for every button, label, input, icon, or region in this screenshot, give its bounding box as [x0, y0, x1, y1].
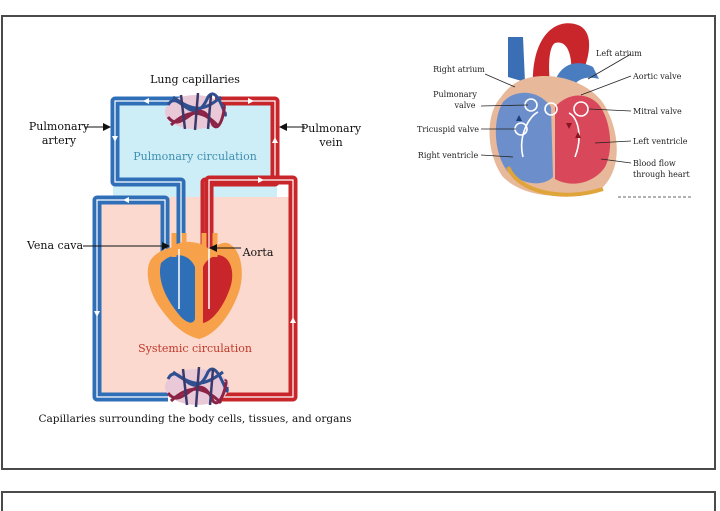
- aortic-valve-label: Aortic valve: [632, 72, 682, 81]
- circulation-figure: Lung capillaries Pulmonary artery Pulmon…: [26, 23, 693, 425]
- pulmonary-valve-label-1: Pulmonary: [433, 90, 477, 99]
- tricuspid-valve-label: Tricuspid valve: [417, 125, 479, 134]
- right-ventricle-label: Right ventricle: [418, 151, 479, 160]
- superior-vena-cava: [508, 37, 525, 82]
- pulmonary-valve-label-2: valve: [453, 101, 475, 110]
- pulmonary-artery-label-1: Pulmonary: [29, 120, 90, 133]
- right-atrium-label: Right atrium: [433, 65, 485, 74]
- mitral-valve-label: Mitral valve: [633, 107, 682, 116]
- body-capillaries-label: Capillaries surrounding the body cells, …: [39, 413, 352, 425]
- heart-anatomy-diagram: Right atrium Pulmonary valve Tricuspid v…: [417, 23, 693, 198]
- lung-capillaries: [165, 92, 228, 131]
- right-heart-chambers: [159, 255, 195, 323]
- left-ventricle-label: Left ventricle: [633, 137, 688, 146]
- pulmonary-vein-label-2: vein: [318, 136, 342, 149]
- heart-schematic: [147, 233, 242, 339]
- left-heart-side: [555, 95, 611, 184]
- figure-panel: Lung capillaries Pulmonary artery Pulmon…: [1, 15, 716, 470]
- left-heart-chambers: [203, 255, 233, 323]
- vena-cava-label: Vena cava: [26, 239, 84, 252]
- right-heart-side: [495, 92, 553, 184]
- mitral-valve-shape: [573, 101, 589, 117]
- pulmonary-vein-label-1: Pulmonary: [301, 122, 362, 135]
- circulation-diagram: Lung capillaries Pulmonary artery Pulmon…: [26, 73, 362, 425]
- left-atrium-label: Left atrium: [596, 49, 642, 58]
- systemic-circulation-label: Systemic circulation: [138, 342, 252, 355]
- body-capillaries: [165, 366, 229, 408]
- aortic-valve-shape: [544, 102, 558, 116]
- second-panel: [1, 491, 716, 511]
- lung-capillaries-label: Lung capillaries: [150, 73, 240, 86]
- blood-flow-label-1: Blood flow: [633, 159, 676, 168]
- aorta-label: Aorta: [242, 246, 274, 259]
- pulmonary-artery-label-2: artery: [42, 134, 77, 147]
- pulmonary-circulation-label: Pulmonary circulation: [133, 150, 257, 163]
- blood-flow-label-2: through heart: [633, 170, 690, 179]
